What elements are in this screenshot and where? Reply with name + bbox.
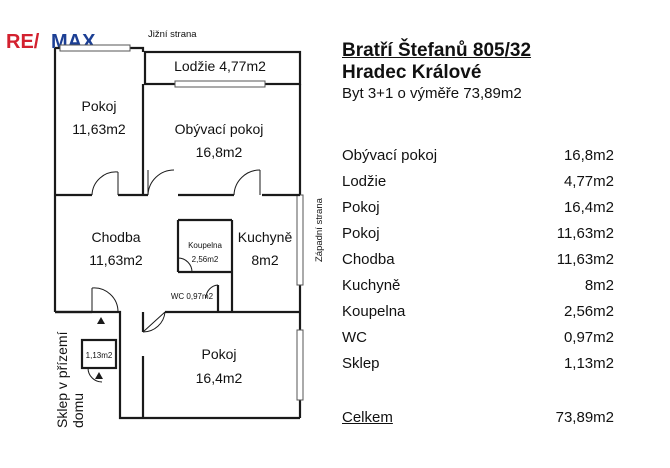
total-value: 73,89m2 bbox=[555, 409, 614, 426]
area-row: Pokoj 16,4m2 bbox=[342, 195, 614, 221]
area-row: Kuchyně 8m2 bbox=[342, 273, 614, 299]
area-row: Sklep 1,13m2 bbox=[342, 351, 614, 377]
area-row: Pokoj 11,63m2 bbox=[342, 221, 614, 247]
west-side-label: Západní strana bbox=[314, 197, 325, 262]
area-row-value: 2,56m2 bbox=[563, 303, 614, 320]
total-row: Celkem 73,89m2 bbox=[342, 407, 614, 429]
room-kuchyne-area: 8m2 bbox=[251, 252, 278, 268]
area-row-name: Pokoj bbox=[342, 225, 380, 242]
area-row: Obývací pokoj 16,8m2 bbox=[342, 143, 614, 169]
area-row-name: Koupelna bbox=[342, 303, 406, 320]
area-row-name: Lodžie bbox=[342, 173, 387, 190]
doors bbox=[87, 169, 261, 383]
room-kuchyne-name: Kuchyně bbox=[238, 229, 293, 245]
total-label: Celkem bbox=[342, 409, 393, 426]
area-row-name: WC bbox=[342, 329, 367, 346]
room-koupelna-area: 2,56m2 bbox=[192, 255, 219, 264]
room-pokoj-bottom-area: 16,4m2 bbox=[196, 370, 243, 386]
room-obyvaci-name: Obývací pokoj bbox=[175, 121, 264, 137]
area-row-value: 4,77m2 bbox=[563, 173, 614, 190]
cellar-note-line1: Sklep v přízemí bbox=[54, 331, 70, 428]
area-row-name: Sklep bbox=[342, 355, 380, 372]
room-lodzie-label: Lodžie 4,77m2 bbox=[174, 58, 266, 74]
area-row-name: Pokoj bbox=[342, 199, 380, 216]
room-sklep-area: 1,13m2 bbox=[86, 351, 113, 360]
room-wc-label: WC 0,97m2 bbox=[171, 292, 214, 301]
area-row-value: 8m2 bbox=[584, 277, 614, 294]
area-row: Chodba 11,63m2 bbox=[342, 247, 614, 273]
area-row-value: 1,13m2 bbox=[563, 355, 614, 372]
logo-text-red: RE/ bbox=[6, 31, 40, 53]
windows bbox=[59, 44, 304, 401]
area-row: WC 0,97m2 bbox=[342, 325, 614, 351]
flat-summary: Byt 3+1 o výměře 73,89m2 bbox=[342, 85, 522, 102]
area-row: Koupelna 2,56m2 bbox=[342, 299, 614, 325]
address-line-1: Bratří Štefanů 805/32 bbox=[342, 40, 532, 61]
room-koupelna-name: Koupelna bbox=[188, 241, 222, 250]
area-row-value: 11,63m2 bbox=[556, 225, 614, 242]
area-row-value: 0,97m2 bbox=[563, 329, 614, 346]
room-area-list: Obývací pokoj 16,8m2 Lodžie 4,77m2 Pokoj 16… bbox=[342, 143, 614, 377]
area-row-name: Chodba bbox=[342, 251, 395, 268]
area-row-value: 16,4m2 bbox=[563, 199, 614, 216]
interior-walls bbox=[55, 84, 300, 418]
cellar-note: Sklep v přízemí domu bbox=[54, 331, 86, 428]
area-row-value: 11,63m2 bbox=[556, 251, 614, 268]
cellar-note-line2: domu bbox=[70, 393, 86, 428]
room-chodba-area: 11,63m2 bbox=[89, 252, 143, 268]
room-pokoj-bottom-name: Pokoj bbox=[201, 346, 236, 362]
room-pokoj-top-area: 11,63m2 bbox=[72, 121, 126, 137]
room-chodba-name: Chodba bbox=[91, 229, 140, 245]
room-obyvaci-area: 16,8m2 bbox=[196, 144, 243, 160]
south-side-label: Jižní strana bbox=[148, 29, 197, 40]
entrance-markers bbox=[95, 317, 105, 379]
address-line-2: Hradec Králové bbox=[342, 62, 482, 83]
floor-plan: RE/ MAX Jižní strana Západní strana bbox=[6, 29, 325, 428]
area-row-value: 16,8m2 bbox=[563, 147, 614, 164]
info-panel: Bratří Štefanů 805/32 Hradec Králové Byt… bbox=[342, 40, 622, 426]
area-row: Lodžie 4,77m2 bbox=[342, 169, 614, 195]
area-row-name: Obývací pokoj bbox=[342, 147, 438, 164]
room-pokoj-top-name: Pokoj bbox=[81, 98, 116, 114]
area-row-name: Kuchyně bbox=[342, 277, 401, 294]
